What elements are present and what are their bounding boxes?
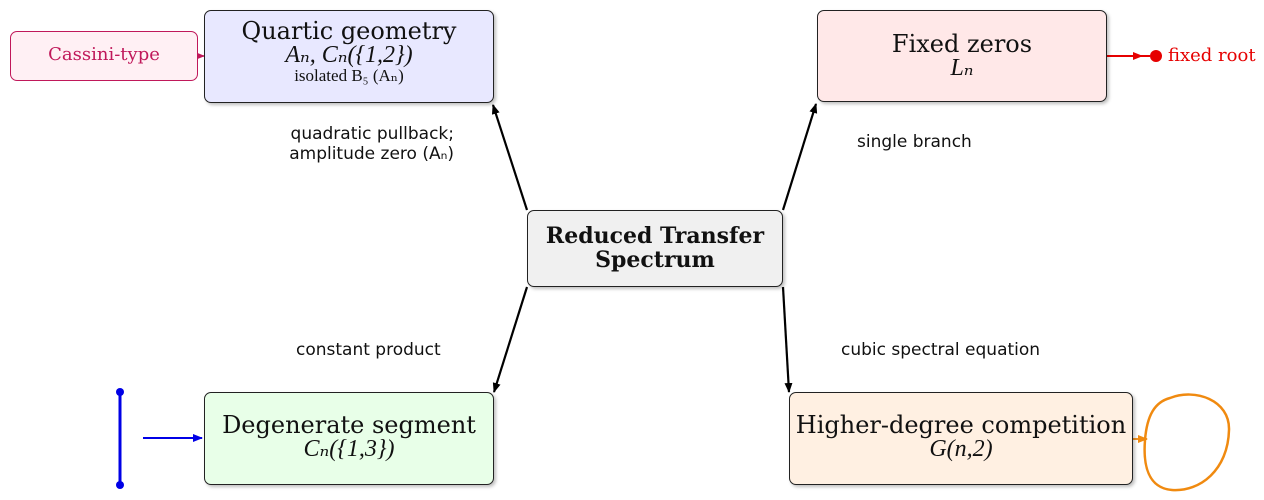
- arrow-to-higher: [781, 286, 793, 393]
- edge-label-quadratic-2: amplitude zero (Aₙ): [289, 144, 454, 164]
- center-line1: Reduced Transfer: [545, 223, 765, 249]
- cassini-type-box: Cassini-type: [10, 31, 198, 81]
- quartic-title: Quartic geometry: [241, 17, 457, 45]
- fixed-sub: Lₙ: [950, 55, 974, 81]
- center-line2: Spectrum: [595, 247, 715, 273]
- edge-label-quadratic-1: quadratic pullback;: [290, 124, 454, 144]
- fixed-root-label: fixed root: [1168, 45, 1256, 66]
- edge-label-constant-product: constant product: [296, 340, 441, 360]
- degenerate-title: Degenerate segment: [222, 411, 476, 439]
- quartic-note: isolated B₅ (Aₙ): [294, 66, 404, 85]
- degenerate-segment-box: Degenerate segment Cₙ({1,3}): [204, 392, 494, 485]
- arrow-to-quartic: [491, 104, 529, 211]
- quartic-sub: Aₙ, Cₙ({1,2}): [285, 42, 413, 68]
- higher-sub: G(n,2): [929, 436, 993, 462]
- fixed-zeros-box: Fixed zeros Lₙ: [817, 10, 1107, 102]
- loop-curve: [1143, 393, 1231, 492]
- fixed-title: Fixed zeros: [891, 30, 1033, 58]
- edge-label-single-branch: single branch: [857, 132, 972, 152]
- higher-title: Higher-degree competition: [795, 411, 1127, 439]
- degenerate-sub: Cₙ({1,3}): [303, 436, 395, 462]
- segment-endpoint-bottom: [116, 481, 124, 489]
- segment-endpoint-top: [116, 388, 124, 396]
- edge-label-cubic: cubic spectral equation: [841, 340, 1041, 360]
- reduced-transfer-spectrum-box: Reduced Transfer Spectrum: [527, 210, 783, 287]
- arrow-to-degenerate: [492, 286, 529, 393]
- cassini-label: Cassini-type: [48, 44, 160, 65]
- higher-degree-box: Higher-degree competition G(n,2): [789, 392, 1133, 485]
- quartic-geometry-box: Quartic geometry Aₙ, Cₙ({1,2}) isolated …: [204, 10, 494, 103]
- arrow-to-fixed: [781, 103, 818, 211]
- fixed-root-dot: [1150, 50, 1162, 62]
